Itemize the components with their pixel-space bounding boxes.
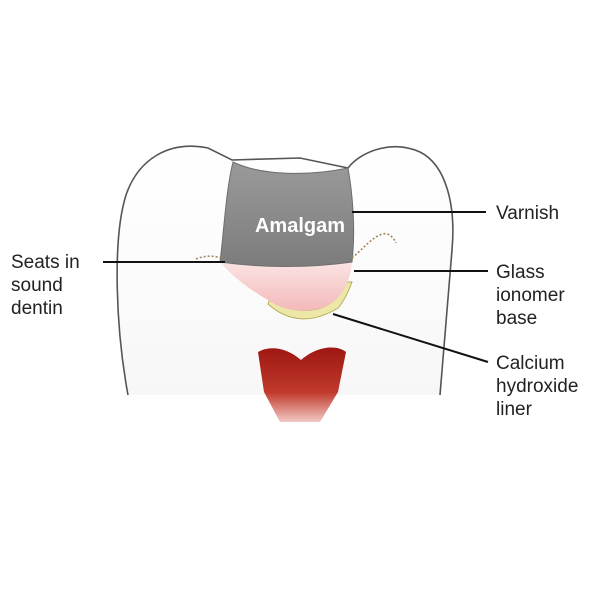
glass-ionomer-label-line-2: ionomer <box>496 285 565 306</box>
glass-ionomer-label-line-3: base <box>496 308 537 329</box>
varnish-label: Varnish <box>496 203 559 224</box>
calcium-hydroxide-label-line-2: hydroxide <box>496 376 578 397</box>
glass-ionomer-base <box>220 262 352 311</box>
calcium-hydroxide-label-line-3: liner <box>496 399 533 420</box>
seats-label-line-3: dentin <box>11 298 63 319</box>
varnish-layer-left <box>195 255 222 260</box>
amalgam-restoration <box>219 161 355 267</box>
seats-label-line-2: sound <box>11 275 63 296</box>
varnish-layer-right <box>351 232 397 259</box>
calcium-hydroxide-leader <box>332 313 489 363</box>
glass-ionomer-label-line-1: Glass <box>496 262 545 283</box>
calcium-hydroxide-label-line-1: Calcium <box>496 353 565 374</box>
pulp-chamber <box>258 347 346 422</box>
seats-label-line-1: Seats in <box>11 252 80 273</box>
amalgam-label: Amalgam <box>255 215 345 237</box>
